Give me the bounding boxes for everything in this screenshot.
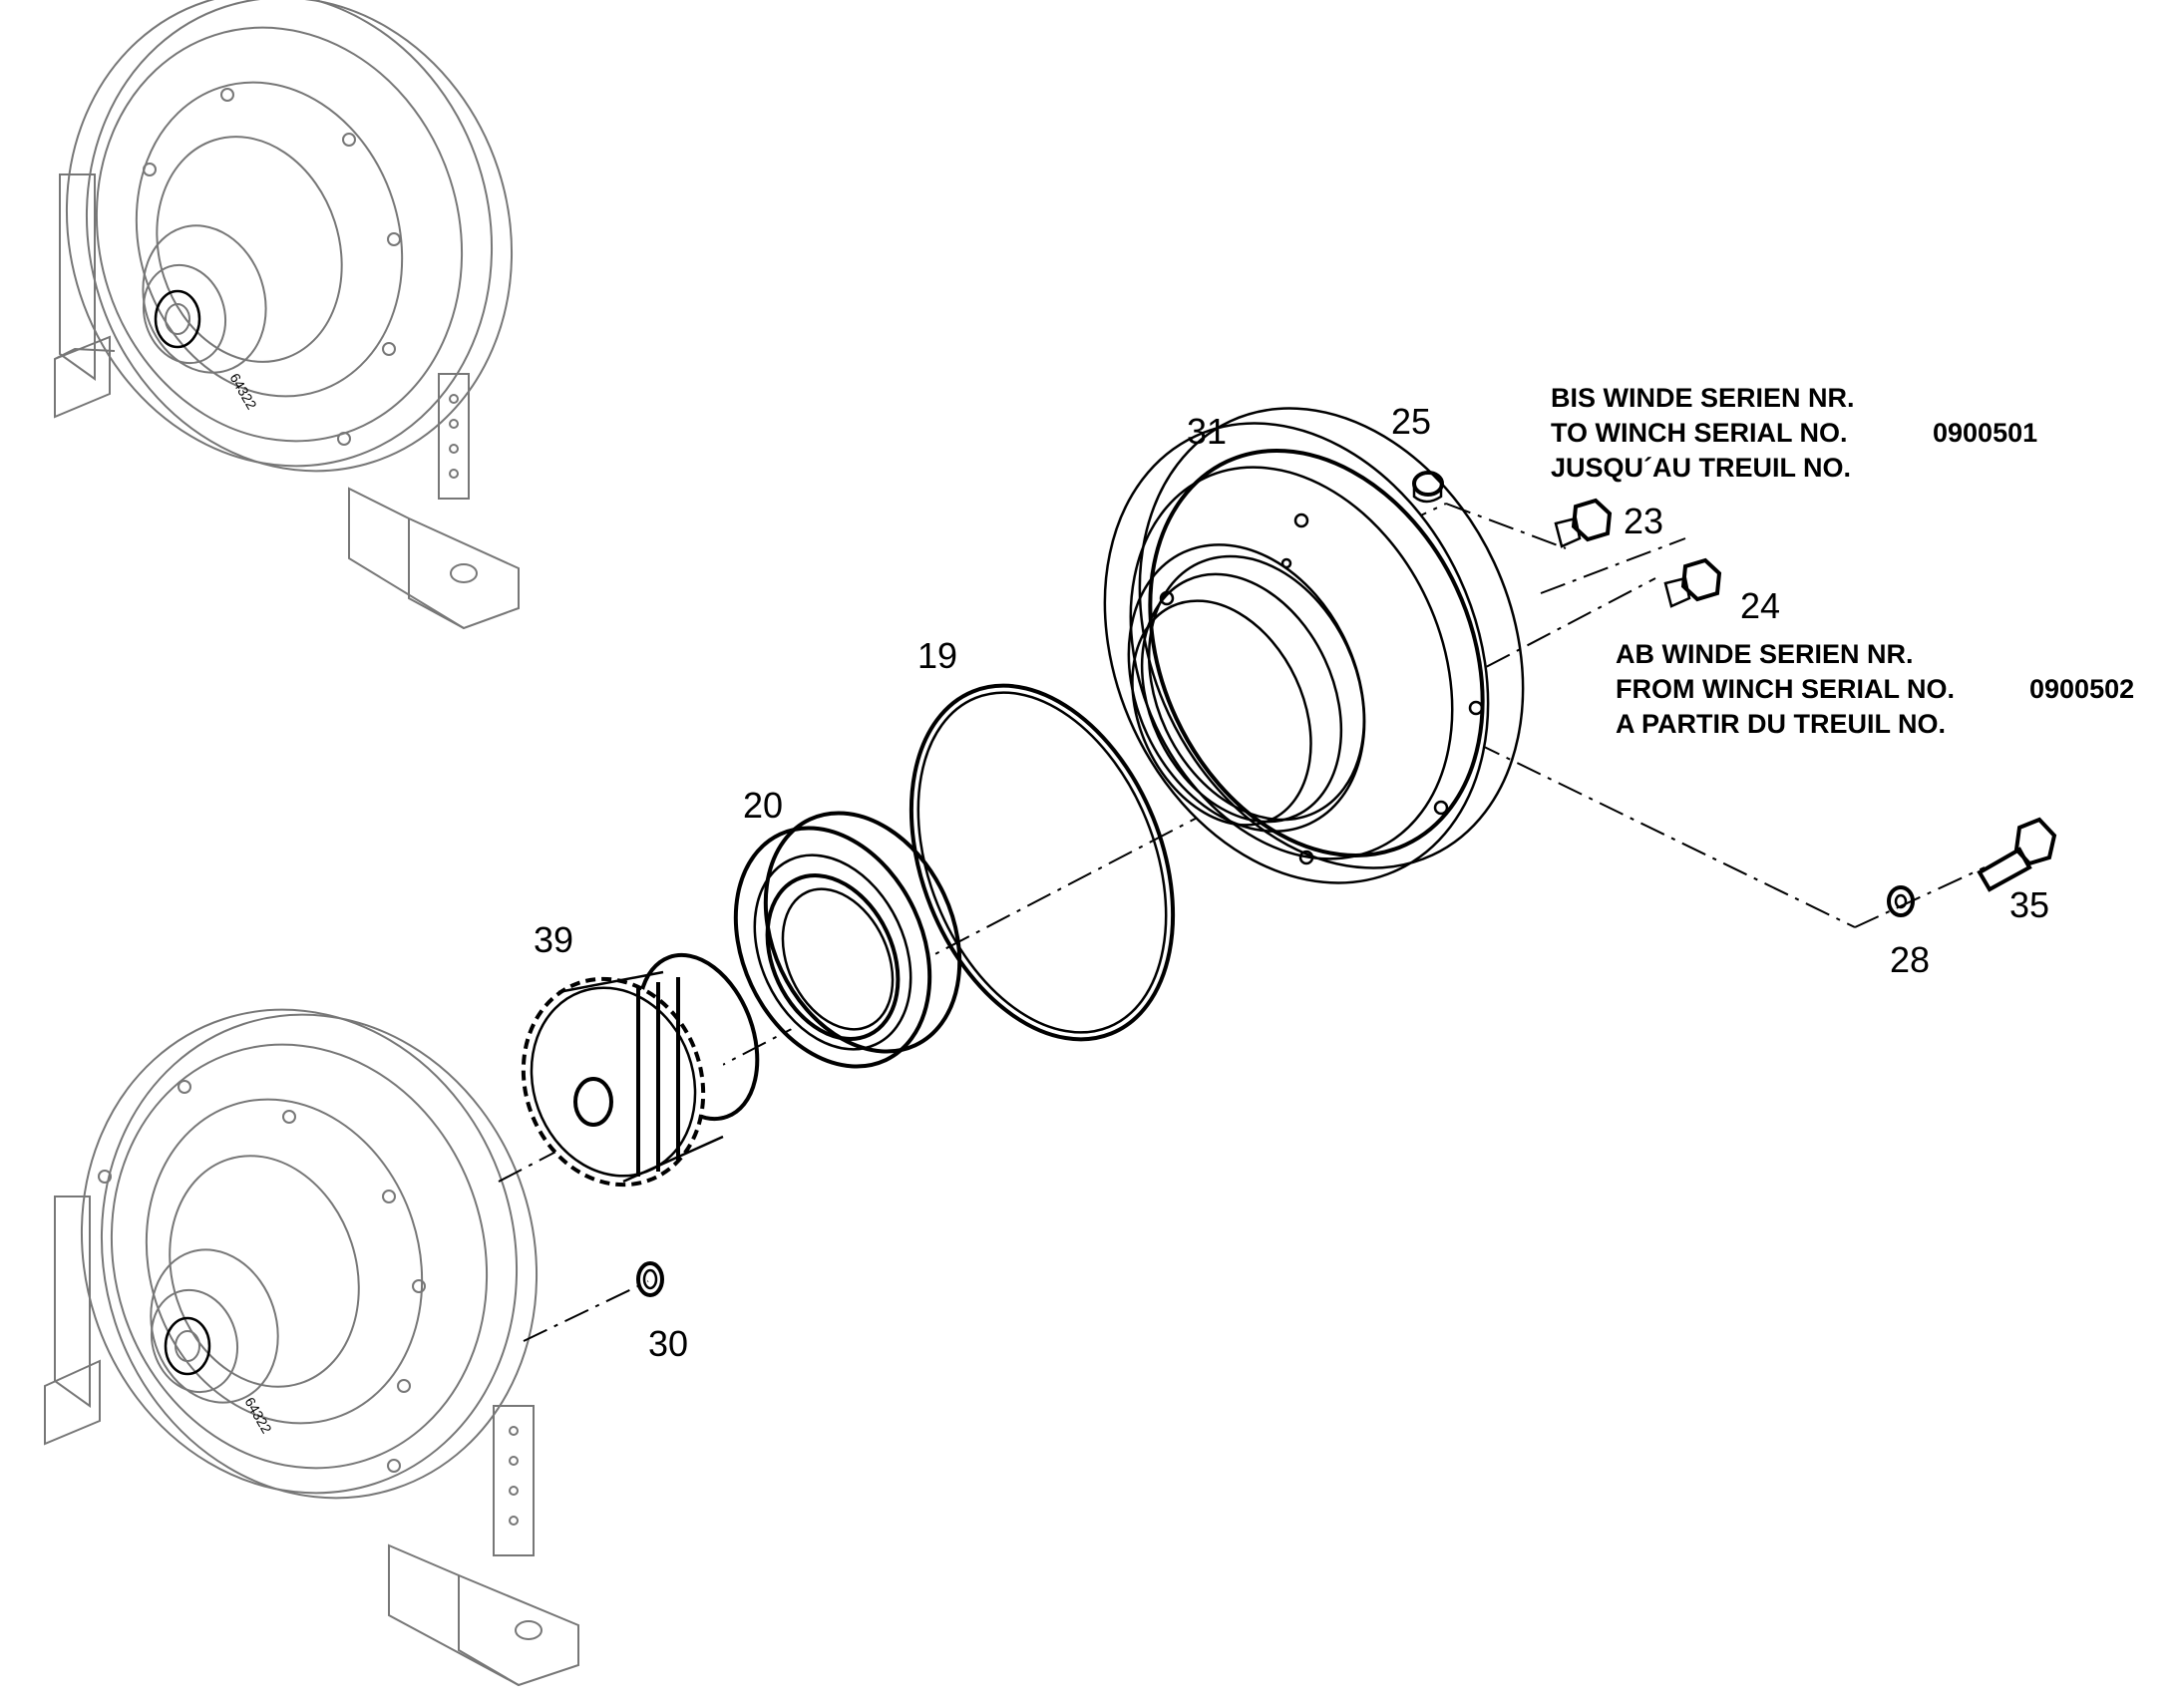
note-from-line-2: FROM WINCH SERIAL NO. [1616, 674, 1955, 704]
note-up-to-line-3: JUSQU´AU TREUIL NO. [1551, 453, 1851, 483]
lower-housing-marking: 64322 [241, 1395, 274, 1437]
part-labels: 31 25 23 24 19 20 39 35 28 30 [534, 401, 2049, 1364]
part-24-plug [1663, 557, 1722, 608]
upper-winch-housing: 64322 [54, 0, 520, 630]
label-part-39: 39 [534, 919, 573, 960]
note-up-to-line-1: BIS WINDE SERIEN NR. [1551, 383, 1855, 413]
label-part-35: 35 [2009, 884, 2049, 925]
label-part-31: 31 [1187, 411, 1227, 452]
part-31-flange-cover [1103, 407, 1525, 884]
label-part-25: 25 [1391, 401, 1431, 442]
note-up-to-line-2: TO WINCH SERIAL NO. [1551, 418, 1848, 448]
part-35-bolt [1977, 817, 2057, 892]
part-28-washer [1887, 885, 1915, 917]
part-25-plug [1412, 471, 1444, 504]
part-19-o-ring [908, 683, 1176, 1042]
note-from-line-1: AB WINDE SERIEN NR. [1616, 639, 1914, 669]
label-part-20: 20 [743, 785, 783, 826]
part-23-plug [1554, 498, 1613, 548]
part-39-gear-hub [521, 952, 760, 1188]
label-part-30: 30 [648, 1323, 688, 1364]
label-part-28: 28 [1890, 939, 1930, 980]
note-from-serial: AB WINDE SERIEN NR. FROM WINCH SERIAL NO… [1616, 639, 2134, 739]
note-up-to-serial: BIS WINDE SERIEN NR. TO WINCH SERIAL NO.… [1551, 383, 2037, 483]
lower-winch-housing: 64322 [44, 1008, 579, 1687]
label-part-23: 23 [1624, 501, 1663, 541]
part-30-washer [636, 1261, 664, 1297]
part-20-bearing [733, 811, 962, 1069]
label-part-24: 24 [1740, 585, 1780, 626]
label-part-19: 19 [917, 635, 957, 676]
note-from-serial-number: 0900502 [2029, 674, 2134, 704]
note-from-line-3: A PARTIR DU TREUIL NO. [1616, 709, 1946, 739]
note-up-to-serial-number: 0900501 [1933, 418, 2037, 448]
